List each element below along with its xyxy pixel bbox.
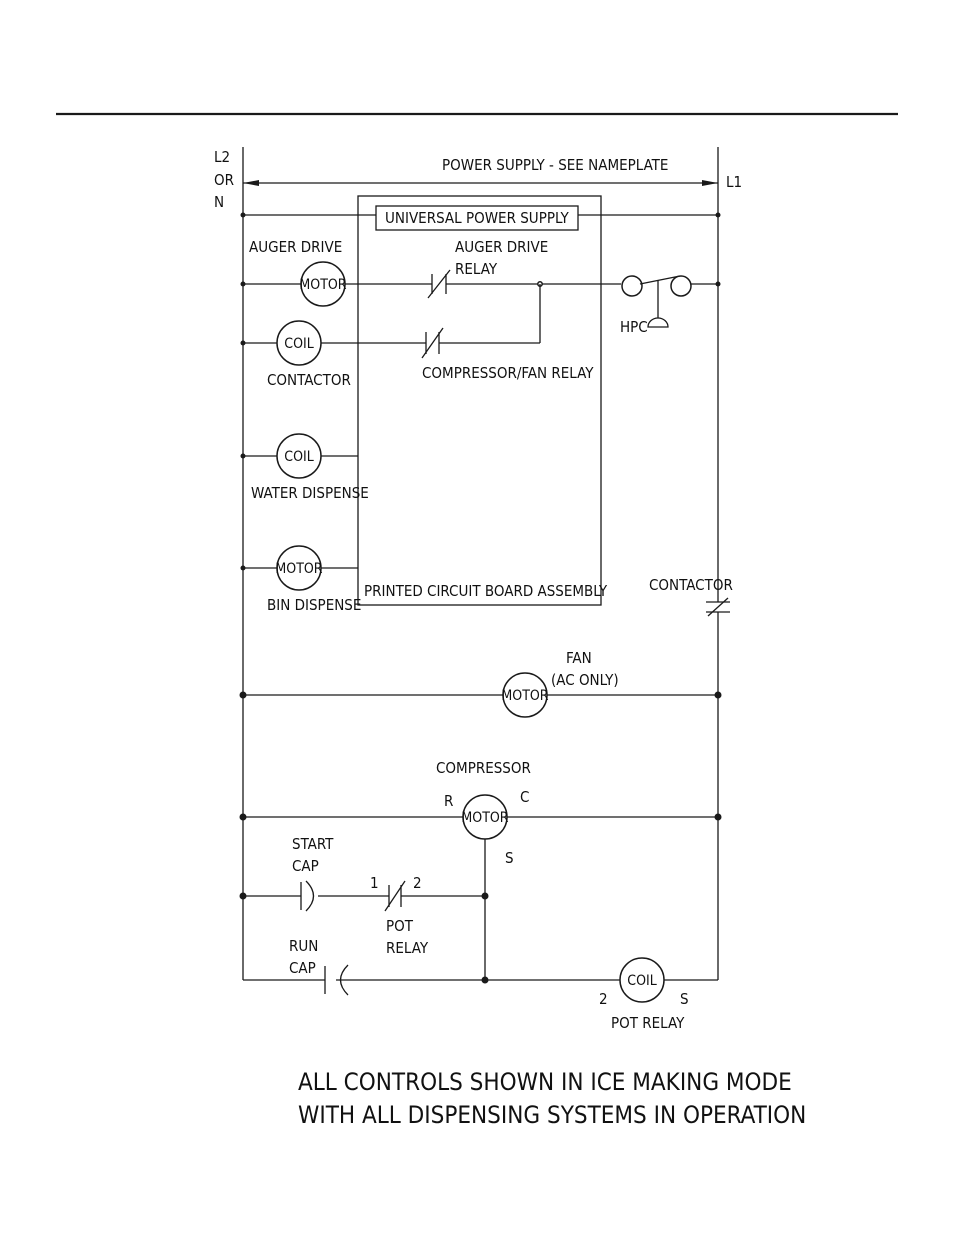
rail-left-label-l2: L2 (214, 148, 230, 166)
contactor-coil-text: COIL (284, 336, 313, 352)
bin-dispense-motor-text: MOTOR (275, 561, 322, 577)
compressor-rung: MOTOR COMPRESSOR R C S (239, 759, 722, 980)
hpc-label: HPC (620, 318, 648, 336)
hpc-switch-blade (639, 275, 681, 285)
junction (240, 340, 246, 346)
contactor-coil-symbol (276, 320, 322, 366)
water-dispense-label: WATER DISPENSE (251, 484, 369, 502)
fan-label-2: (AC ONLY) (551, 671, 619, 689)
junction (714, 813, 722, 821)
pot-relay-contact-label-1: POT (386, 917, 414, 935)
compressor-fan-relay-label: COMPRESSOR/FAN RELAY (422, 364, 594, 382)
junction (239, 813, 247, 821)
pot-terminal-2: 2 (413, 874, 422, 892)
compressor-fan-relay-slash (421, 327, 444, 359)
compressor-terminal-s: S (505, 849, 514, 867)
contactor-coil-rung: COIL CONTACTOR COMPRESSOR/FAN RELAY (240, 284, 594, 389)
rail-right-label: L1 (726, 173, 742, 191)
fan-label-1: FAN (566, 649, 592, 667)
water-dispense-rung: COIL WATER DISPENSE (240, 433, 369, 502)
auger-drive-motor-text: MOTOR (299, 277, 346, 293)
run-cap-label-1: RUN (289, 937, 318, 955)
start-cap-curved-plate (305, 880, 315, 912)
run-cap-label-2: CAP (289, 959, 316, 977)
fan-motor-symbol (502, 672, 548, 718)
arrow-head-right (702, 180, 718, 186)
pot-relay-coil-label: POT RELAY (611, 1014, 685, 1032)
run-cap-rung: COIL RUN CAP 2 S POT RELAY (243, 937, 718, 1032)
compressor-terminal-r: R (444, 792, 453, 810)
pcb-assembly: UNIVERSAL POWER SUPPLY PRINTED CIRCUIT B… (240, 195, 721, 606)
start-cap-rung: START CAP 1 2 POT RELAY (239, 835, 489, 957)
note-line-1: ALL CONTROLS SHOWN IN ICE MAKING MODE (298, 1068, 792, 1096)
junction (715, 281, 721, 287)
fan-motor-text: MOTOR (501, 688, 548, 704)
pot-relay-coil-text: COIL (627, 973, 656, 989)
fan-rung: MOTOR FAN (AC ONLY) (239, 649, 722, 718)
pcb-outline (357, 195, 602, 606)
compressor-label: COMPRESSOR (436, 759, 531, 777)
pot-terminal-1: 1 (370, 874, 379, 892)
hpc-terminal-left (621, 275, 643, 297)
hpc-terminal-right (670, 275, 692, 297)
pcb-assembly-label: PRINTED CIRCUIT BOARD ASSEMBLY (364, 582, 608, 600)
contactor-switch-label: CONTACTOR (649, 576, 733, 594)
junction (240, 281, 246, 287)
compressor-terminal-c: C (520, 788, 529, 806)
auger-relay-label-1: AUGER DRIVE (455, 238, 548, 256)
junction (239, 691, 247, 699)
pot-coil-terminal-2: 2 (599, 990, 608, 1008)
auger-relay-contact-slash (427, 269, 451, 299)
pot-relay-coil-symbol (619, 957, 665, 1003)
compressor-motor-text: MOTOR (461, 810, 508, 826)
junction-ups-left (240, 212, 246, 218)
hpc-pressure-element (647, 317, 669, 328)
arrow-head-left (243, 180, 259, 186)
bin-dispense-rung: MOTOR BIN DISPENSE (240, 545, 361, 614)
universal-power-supply-box (375, 205, 579, 231)
rail-left-label-n: N (214, 193, 224, 211)
junction (481, 976, 489, 984)
water-dispense-coil-text: COIL (284, 449, 313, 465)
junction-ups-right (715, 212, 721, 218)
contactor-slash (707, 597, 729, 617)
junction (481, 892, 489, 900)
contactor-coil-label: CONTACTOR (267, 371, 351, 389)
compressor-motor-symbol (462, 794, 508, 840)
note-line-2: WITH ALL DISPENSING SYSTEMS IN OPERATION (298, 1101, 806, 1129)
pot-coil-terminal-s: S (680, 990, 689, 1008)
power-supply-label: POWER SUPPLY - SEE NAMEPLATE (442, 156, 668, 174)
junction (240, 453, 246, 459)
auger-drive-label: AUGER DRIVE (249, 238, 342, 256)
universal-power-supply-label: UNIVERSAL POWER SUPPLY (385, 209, 569, 227)
auger-drive-motor-symbol (300, 261, 346, 307)
bin-dispense-motor-symbol (276, 545, 322, 591)
junction (239, 892, 247, 900)
start-cap-label-1: START (292, 835, 334, 853)
bin-dispense-label: BIN DISPENSE (267, 596, 361, 614)
start-cap-label-2: CAP (292, 857, 319, 875)
auger-drive-rung: MOTOR AUGER DRIVE AUGER DRIVE RELAY HPC (240, 238, 721, 336)
rail-left-label-or: OR (214, 171, 234, 189)
junction (240, 565, 246, 571)
auger-relay-label-2: RELAY (455, 260, 498, 278)
pot-contact-slash (384, 880, 406, 912)
water-dispense-coil-symbol (276, 433, 322, 479)
contactor-switch: CONTACTOR (649, 576, 733, 617)
junction (714, 691, 722, 699)
pot-relay-contact-label-2: RELAY (386, 939, 429, 957)
